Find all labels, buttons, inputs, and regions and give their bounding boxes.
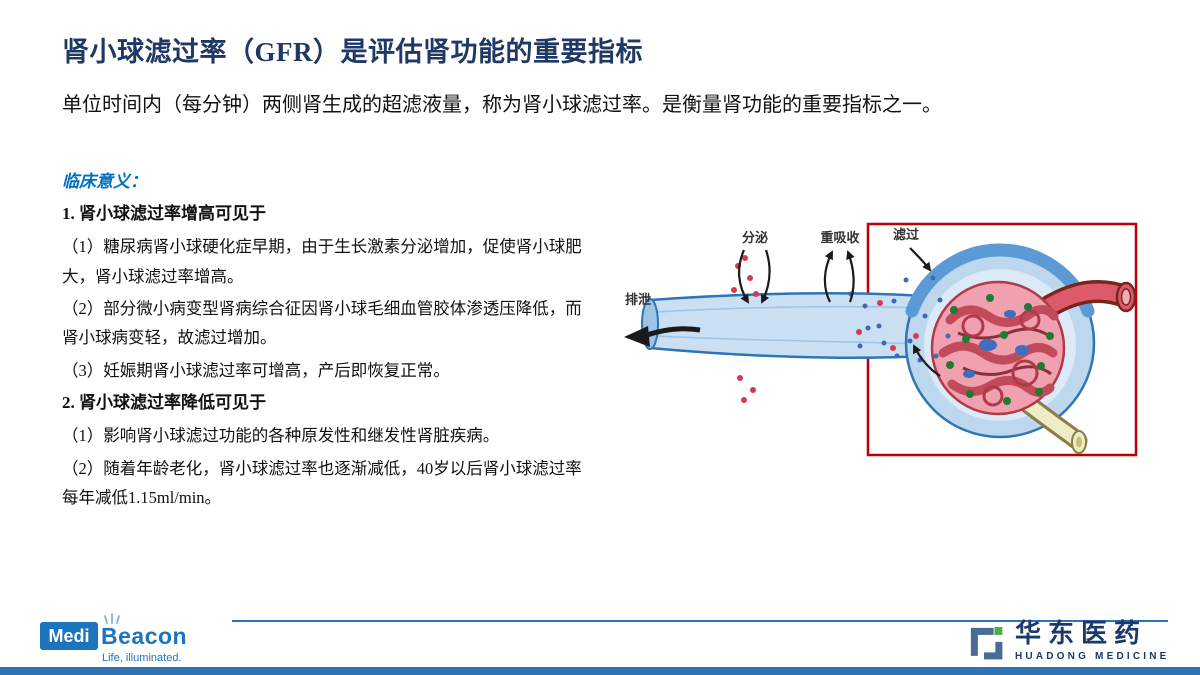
list-item-decrease-heading: 2. 肾小球滤过率降低可见于 [62, 393, 266, 413]
list-item: （2）随着年龄老化，肾小球滤过率也逐渐减低，40岁以后肾小球滤过率每年减低1.1… [62, 458, 582, 508]
footer-divider [232, 620, 1168, 622]
label-reabsorption: 重吸收 [820, 230, 860, 245]
intro-text: 单位时间内（每分钟）两侧肾生成的超滤液量，称为肾小球滤过率。是衡量肾功能的重要指… [62, 94, 942, 116]
list-item: （2）部分微小病变型肾病综合征因肾小球毛细血管胶体渗透压降低，而肾小球病变轻，故… [62, 298, 582, 348]
flow-arrows [738, 247, 941, 377]
medibeacon-logo: Medi Beacon Life, illuminated. [40, 613, 188, 664]
glomerulus [930, 280, 1066, 416]
label-secretion: 分泌 [742, 230, 768, 245]
huadong-text: 华东医药 HUADONG MEDICINE [1015, 618, 1170, 662]
clinical-list: 1. 肾小球滤过率增高可见于 （1）糖尿病肾小球硬化症早期，由于生长激素分泌增加… [62, 197, 598, 515]
medibeacon-wordmark: Medi Beacon [40, 613, 188, 650]
medibeacon-medi-badge: Medi [40, 622, 98, 650]
huadong-name-en: HUADONG MEDICINE [1015, 650, 1170, 662]
afferent-arteriole [1038, 279, 1137, 318]
page-title: 肾小球滤过率（GFR）是评估肾功能的重要指标 [62, 37, 643, 67]
huadong-name-cn: 华东医药 [1015, 618, 1148, 649]
medibeacon-tagline: Life, illuminated. [102, 652, 182, 664]
efferent-arteriole [1018, 394, 1088, 454]
list-item: （3）妊娠期肾小球滤过率可增高，产后即恢复正常。 [62, 360, 450, 380]
nephron-diagram: 分泌 重吸收 滤过 排泄 [598, 208, 1180, 480]
medibeacon-beacon-text: Beacon [101, 622, 188, 649]
bottom-accent-bar [0, 667, 1200, 675]
red-particles [731, 255, 919, 403]
list-item: （1）影响肾小球滤过功能的各种原发性和继发性肾脏疾病。 [62, 426, 500, 446]
excretion-arrow [624, 326, 701, 347]
list-item: （1）糖尿病肾小球硬化症早期，由于生长激素分泌增加，促使肾小球肥大，肾小球滤过率… [62, 237, 582, 286]
huadong-logo: 华东医药 HUADONG MEDICINE [963, 620, 1170, 662]
list-item-increase-heading: 1. 肾小球滤过率增高可见于 [62, 204, 266, 223]
nephron-svg: 分泌 重吸收 滤过 排泄 [624, 222, 1138, 457]
beacon-rays-icon [104, 613, 120, 625]
label-excretion: 排泄 [625, 292, 651, 307]
clinical-significance-heading: 临床意义： [62, 172, 147, 191]
green-particles [946, 294, 1054, 405]
label-filtration: 滤过 [893, 227, 919, 242]
huadong-mark-icon [963, 620, 1005, 662]
